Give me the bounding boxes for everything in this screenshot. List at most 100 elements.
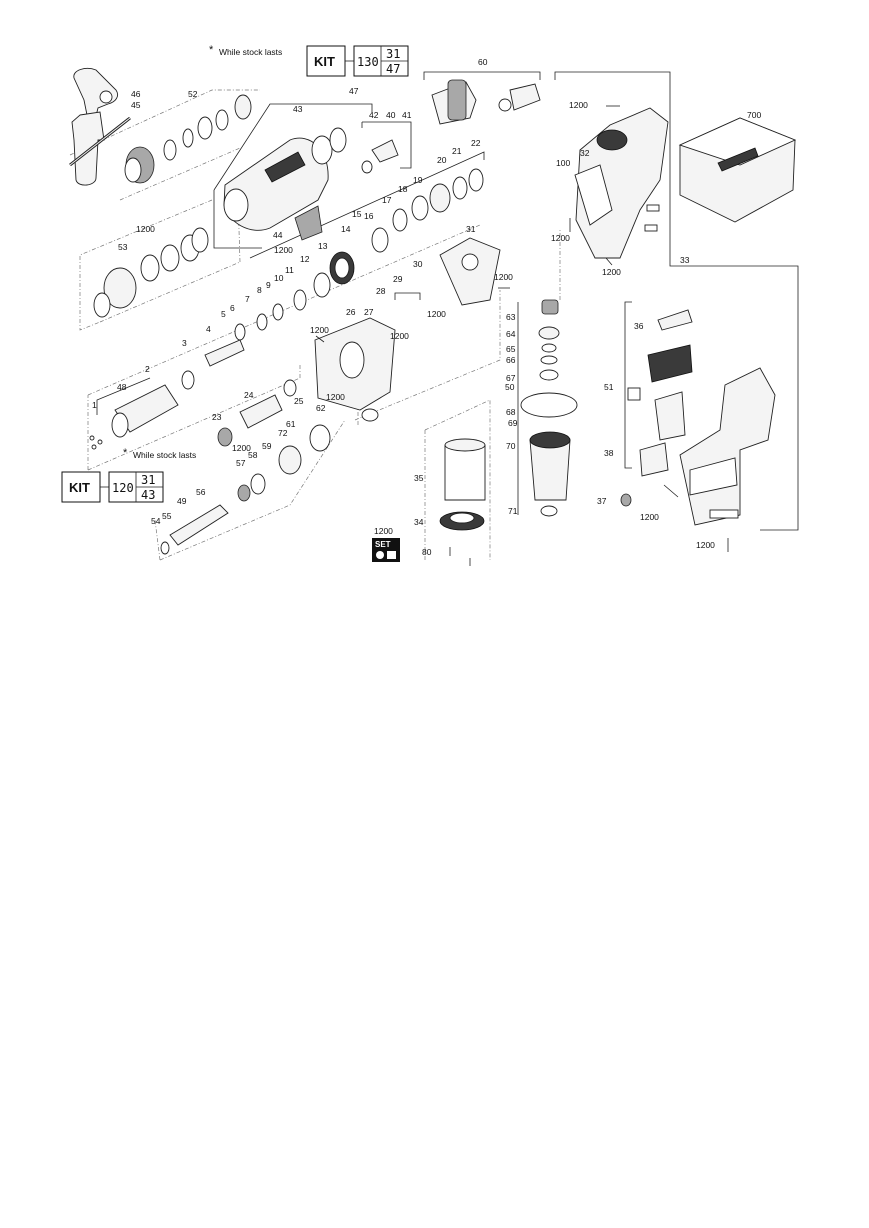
part-label-55: 55 bbox=[162, 511, 172, 521]
note-star-bottom: * bbox=[123, 447, 128, 459]
cylinder-housing-part bbox=[314, 317, 396, 422]
set-badge bbox=[372, 538, 400, 562]
part-label-12: 12 bbox=[300, 254, 310, 264]
part-label-19: 19 bbox=[413, 175, 423, 185]
part-label-44: 44 bbox=[273, 230, 283, 240]
part-label-1200: 1200 bbox=[427, 309, 446, 319]
part-label-10: 10 bbox=[274, 273, 284, 283]
kit-bottom-sub-bottom: 43 bbox=[141, 488, 155, 502]
part-label-9: 9 bbox=[266, 280, 271, 290]
screws-part bbox=[315, 105, 729, 566]
part-label-21: 21 bbox=[452, 146, 462, 156]
kit-top-main: 130 bbox=[357, 55, 379, 69]
part-label-18: 18 bbox=[398, 184, 408, 194]
kit-bottom-word: KIT bbox=[69, 480, 90, 495]
part-label-59: 59 bbox=[262, 441, 272, 451]
part-label-62: 62 bbox=[316, 403, 326, 413]
part-label-58: 58 bbox=[248, 450, 258, 460]
spindle-parts bbox=[89, 272, 331, 450]
note-top: While stock lasts bbox=[219, 47, 282, 57]
part-label-36: 36 bbox=[634, 321, 644, 331]
part-label-38: 38 bbox=[604, 448, 614, 458]
part-label-45: 45 bbox=[131, 100, 141, 110]
main-housing-part bbox=[679, 367, 776, 526]
part-label-49: 49 bbox=[177, 496, 187, 506]
part-label-37: 37 bbox=[597, 496, 607, 506]
stator-part bbox=[439, 438, 486, 531]
part-label-8: 8 bbox=[257, 285, 262, 295]
part-label-3: 3 bbox=[182, 338, 187, 348]
gear-train-part bbox=[160, 424, 331, 555]
kit-top-box bbox=[306, 45, 409, 77]
part-label-69: 69 bbox=[508, 418, 518, 428]
part-label-48: 48 bbox=[117, 382, 127, 392]
part-label-47: 47 bbox=[349, 86, 359, 96]
part-label-80: 80 bbox=[422, 547, 432, 557]
part-label-1: 1 bbox=[92, 400, 97, 410]
rotor-part bbox=[520, 299, 578, 517]
kit-top-sub-top: 31 bbox=[386, 47, 400, 61]
part-label-26: 26 bbox=[346, 307, 356, 317]
part-label-14: 14 bbox=[341, 224, 351, 234]
note-star-top: * bbox=[209, 44, 214, 56]
part-label-57: 57 bbox=[236, 458, 246, 468]
part-label-5: 5 bbox=[221, 309, 226, 319]
part-label-1200: 1200 bbox=[232, 443, 251, 453]
set-badge-word: SET bbox=[375, 540, 391, 549]
part-label-28: 28 bbox=[376, 286, 386, 296]
part-label-16: 16 bbox=[364, 211, 374, 221]
part-label-6: 6 bbox=[230, 303, 235, 313]
lock-ring-part bbox=[93, 205, 323, 318]
part-shapes bbox=[61, 45, 797, 566]
part-label-1200: 1200 bbox=[602, 267, 621, 277]
part-label-100: 100 bbox=[556, 158, 570, 168]
part-label-70: 70 bbox=[506, 441, 516, 451]
kit-top-sub-bottom: 47 bbox=[386, 62, 400, 76]
part-label-31: 31 bbox=[466, 224, 476, 234]
part-label-54: 54 bbox=[151, 516, 161, 526]
part-label-13: 13 bbox=[318, 241, 328, 251]
part-label-23: 23 bbox=[212, 412, 222, 422]
part-label-63: 63 bbox=[506, 312, 516, 322]
part-label-71: 71 bbox=[508, 506, 518, 516]
gear-housing-part bbox=[223, 127, 347, 231]
part-label-1200: 1200 bbox=[310, 325, 329, 335]
gearbox-part bbox=[439, 237, 501, 306]
part-label-60: 60 bbox=[478, 57, 488, 67]
part-label-2: 2 bbox=[145, 364, 150, 374]
part-label-1200: 1200 bbox=[136, 224, 155, 234]
part-label-34: 34 bbox=[414, 517, 424, 527]
part-label-29: 29 bbox=[393, 274, 403, 284]
kit-bottom-box bbox=[61, 471, 164, 503]
part-label-46: 46 bbox=[131, 89, 141, 99]
part-label-1200: 1200 bbox=[569, 100, 588, 110]
part-label-700: 700 bbox=[747, 110, 761, 120]
kit-bottom-main: 120 bbox=[112, 481, 134, 495]
part-label-68: 68 bbox=[506, 407, 516, 417]
part-label-7: 7 bbox=[245, 294, 250, 304]
part-label-50: 50 bbox=[505, 382, 515, 392]
part-label-43: 43 bbox=[293, 104, 303, 114]
part-label-1200: 1200 bbox=[274, 245, 293, 255]
part-label-64: 64 bbox=[506, 329, 516, 339]
part-label-24: 24 bbox=[244, 390, 254, 400]
part-label-27: 27 bbox=[364, 307, 374, 317]
clip-part bbox=[361, 139, 399, 174]
part-label-1200: 1200 bbox=[326, 392, 345, 402]
part-label-17: 17 bbox=[382, 195, 392, 205]
part-label-25: 25 bbox=[294, 396, 304, 406]
keyless-chuck-part bbox=[431, 79, 541, 125]
bracket-lines bbox=[96, 71, 799, 531]
part-label-1200: 1200 bbox=[390, 331, 409, 341]
part-label-30: 30 bbox=[413, 259, 423, 269]
seal-rings-part bbox=[329, 168, 484, 285]
part-label-11: 11 bbox=[285, 265, 294, 275]
part-label-1200: 1200 bbox=[494, 272, 513, 282]
part-label-66: 66 bbox=[506, 355, 516, 365]
part-label-52: 52 bbox=[188, 89, 198, 99]
part-label-53: 53 bbox=[118, 242, 128, 252]
front-cap-part bbox=[124, 94, 252, 184]
part-label-61: 61 bbox=[286, 419, 296, 429]
part-label-1200: 1200 bbox=[696, 540, 715, 550]
